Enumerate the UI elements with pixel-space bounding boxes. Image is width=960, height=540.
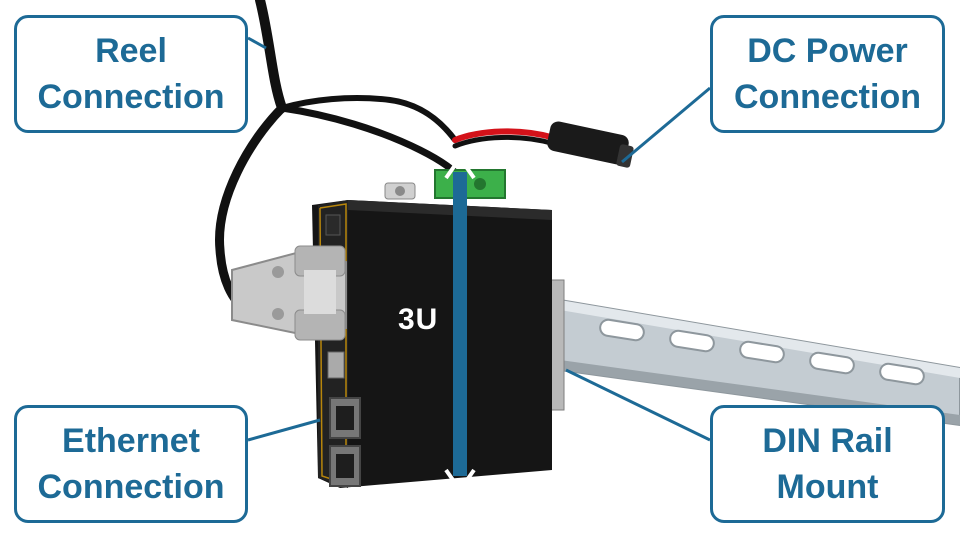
callout-din-rail-mount: DIN Rail Mount — [710, 405, 945, 523]
callout-ethernet-line2: Connection — [37, 468, 225, 506]
height-label: 3U — [398, 303, 439, 336]
ground-screw — [384, 182, 416, 200]
dc-barrel-jack — [547, 121, 634, 168]
callout-dc-power-connection: DC Power Connection — [710, 15, 945, 133]
callout-reel-connection: Reel Connection — [14, 15, 248, 133]
callout-reel-line1: Reel — [95, 32, 167, 70]
callout-din-line1: DIN Rail — [762, 422, 893, 460]
height-arrow — [444, 156, 476, 492]
callout-ethernet-line1: Ethernet — [62, 422, 200, 460]
callout-ethernet-connection: Ethernet Connection — [14, 405, 248, 523]
power-cable — [452, 128, 558, 149]
ethernet-ports — [329, 397, 361, 487]
callout-dc-line2: Connection — [734, 78, 921, 116]
callout-reel-line2: Connection — [37, 78, 225, 116]
callout-leaders — [247, 36, 711, 442]
callout-din-line2: Mount — [776, 468, 879, 506]
device-body — [312, 200, 552, 488]
din-rail — [559, 298, 960, 427]
serial-connector — [231, 245, 347, 341]
callout-dc-line1: DC Power — [747, 32, 908, 70]
